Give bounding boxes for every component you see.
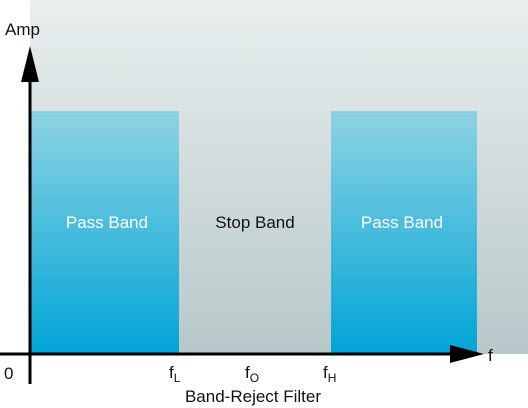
freq-tick-fl-sub: L	[174, 371, 181, 385]
stop-band-label: Stop Band	[215, 213, 294, 232]
pass-band-high-label: Pass Band	[361, 213, 443, 232]
freq-tick-fh: fH	[323, 363, 336, 385]
y-axis-label: Amp	[5, 20, 40, 39]
x-axis-label: f	[488, 346, 493, 365]
freq-tick-fl: fL	[169, 363, 181, 385]
pass-band-high	[331, 111, 477, 354]
freq-tick-fh-base: f	[323, 363, 328, 382]
x-axis-arrowhead	[450, 345, 484, 363]
pass-band-low	[30, 111, 179, 354]
diagram-caption: Band-Reject Filter	[185, 387, 321, 406]
freq-tick-fl-base: f	[169, 363, 174, 382]
origin-label: 0	[4, 364, 13, 383]
pass-band-low-label: Pass Band	[66, 213, 148, 232]
freq-tick-fo: fO	[245, 363, 259, 385]
freq-tick-fh-sub: H	[328, 371, 337, 385]
freq-tick-fo-sub: O	[250, 371, 259, 385]
y-axis-arrowhead	[21, 46, 39, 82]
freq-tick-fo-base: f	[245, 363, 250, 382]
